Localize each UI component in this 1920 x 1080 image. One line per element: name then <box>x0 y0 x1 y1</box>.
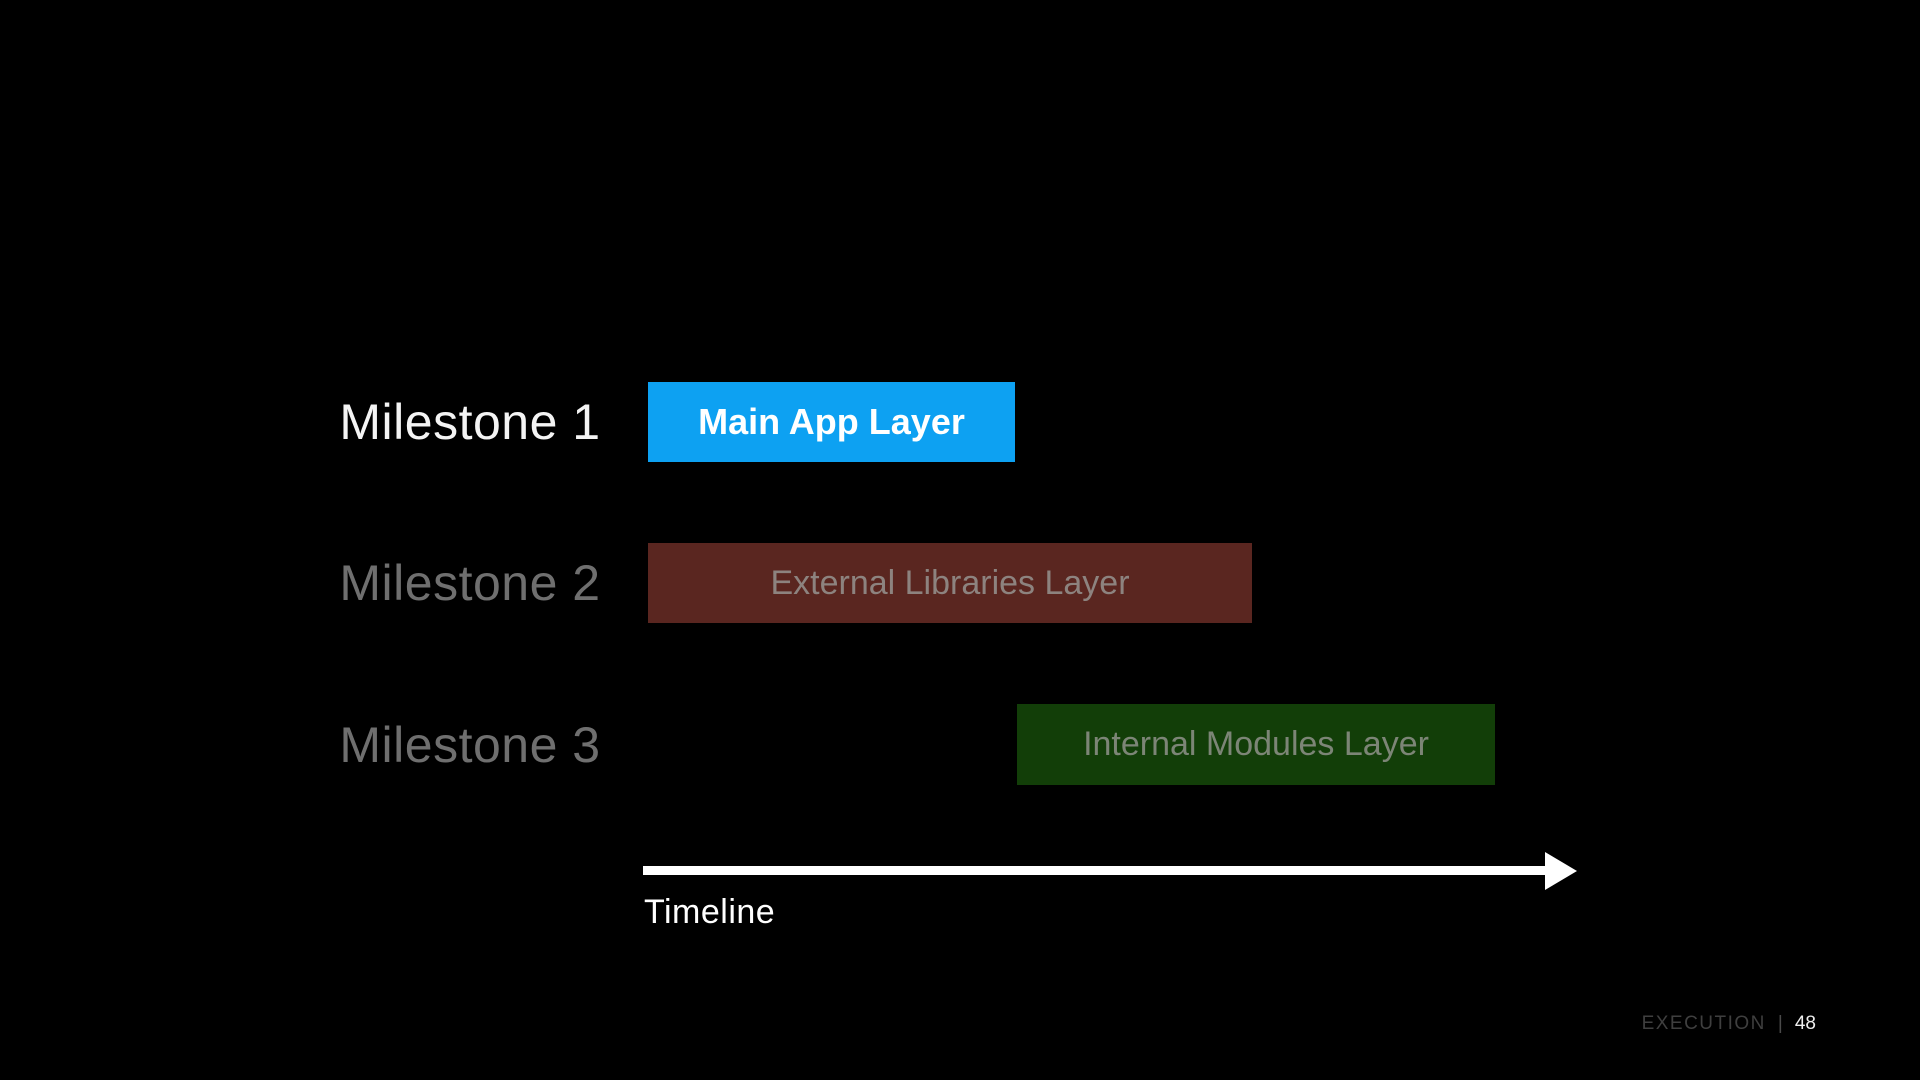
gantt-bar-2-label: External Libraries Layer <box>770 563 1130 602</box>
timeline-axis-label: Timeline <box>644 893 776 931</box>
timeline-arrowhead-icon <box>1545 852 1577 890</box>
footer-section-label: EXECUTION <box>1641 1013 1766 1034</box>
milestone-2-label: Milestone 2 <box>339 555 601 611</box>
slide-footer: EXECUTION | 48 <box>1642 1013 1816 1035</box>
footer-page-number: 48 <box>1794 1013 1816 1034</box>
gantt-bar-1-label: Main App Layer <box>698 401 965 442</box>
gantt-bar-2: External Libraries Layer <box>648 543 1252 623</box>
milestone-3-label: Milestone 3 <box>339 717 601 773</box>
gantt-bar-1: Main App Layer <box>648 382 1015 462</box>
milestone-1-label: Milestone 1 <box>339 394 601 450</box>
timeline-arrow-line <box>643 866 1545 875</box>
gantt-bar-3: Internal Modules Layer <box>1017 704 1495 785</box>
footer-separator: | <box>1777 1013 1783 1034</box>
gantt-bar-3-label: Internal Modules Layer <box>1083 725 1429 763</box>
